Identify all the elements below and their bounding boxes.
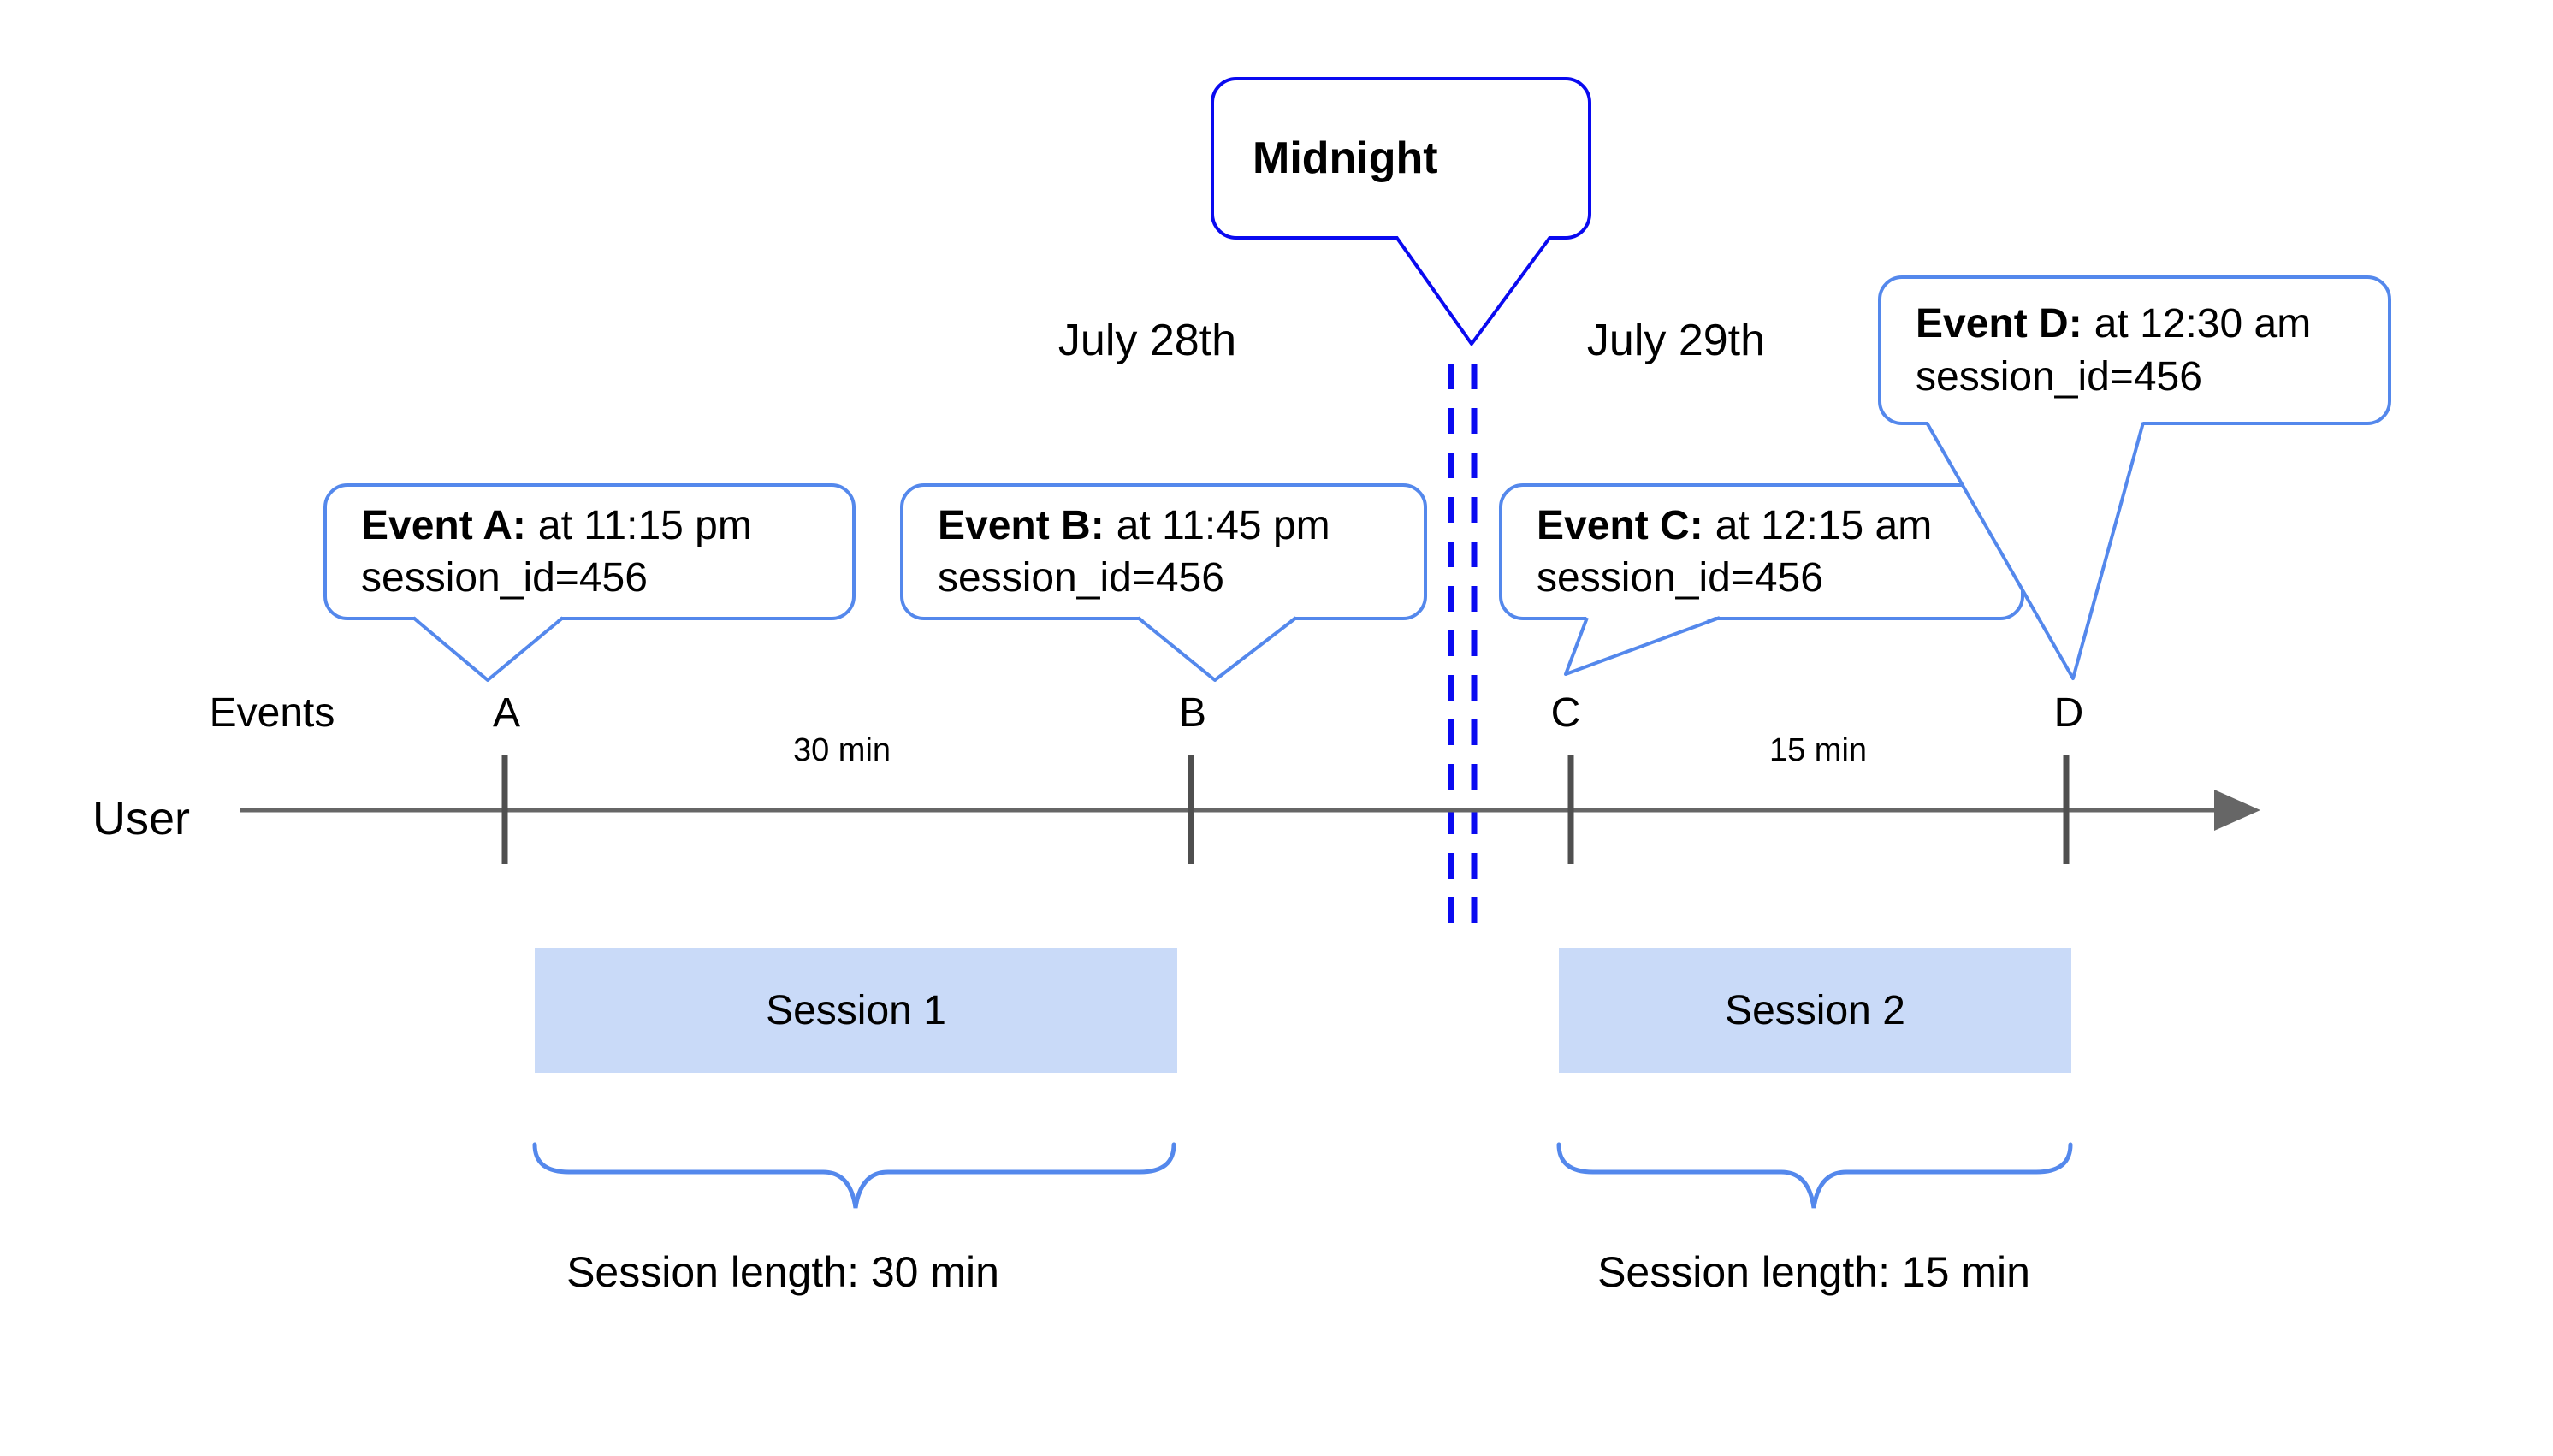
event-a-time: at 11:15 pm — [537, 502, 752, 548]
event-a-tail — [413, 615, 563, 680]
user-axis-label: User — [92, 793, 190, 844]
event-b-callout: Event B:at 11:45 pm session_id=456 — [900, 483, 1427, 620]
session2-brace — [1556, 1142, 2073, 1209]
session1-label: Session 1 — [766, 987, 946, 1033]
event-d-session-id: session_id=456 — [1916, 353, 2202, 400]
timeline-arrowhead-icon — [2214, 790, 2260, 831]
event-c-session-id: session_id=456 — [1537, 555, 1823, 601]
event-b-time: at 11:45 pm — [1116, 502, 1330, 548]
event-letter-c: C — [1550, 690, 1581, 736]
midnight-callout: Midnight — [1211, 77, 1591, 240]
event-a-callout: Event A:at 11:15 pm session_id=456 — [323, 483, 856, 620]
session2-label: Session 2 — [1725, 987, 1905, 1033]
date-label-july-28: July 28th — [1057, 316, 1237, 365]
event-d-title: Event D: — [1916, 301, 2082, 347]
midnight-tail — [1396, 234, 1550, 344]
date-label-july-29: July 29th — [1586, 316, 1766, 365]
session2-length-label: Session length: 15 min — [1597, 1248, 2030, 1296]
event-c-title: Event C: — [1537, 502, 1703, 548]
event-c-callout: Event C: at 12:15 am session_id=456 — [1499, 483, 2024, 620]
event-b-tail — [1138, 615, 1296, 680]
event-d-callout: Event D: at 12:30 am session_id=456 — [1878, 275, 2391, 425]
interval-label-15min: 15 min — [1768, 732, 1868, 768]
event-a-title: Event A: — [361, 502, 526, 548]
event-letter-d: D — [2053, 690, 2084, 736]
event-letter-b: B — [1178, 690, 1206, 736]
events-axis-label: Events — [209, 690, 335, 736]
event-c-time: at 12:15 am — [1715, 502, 1933, 548]
event-letter-a: A — [492, 690, 520, 736]
event-d-time: at 12:30 am — [2094, 301, 2312, 347]
event-d-tail — [1927, 420, 2143, 678]
session2-box: Session 2 — [1559, 948, 2071, 1073]
event-b-session-id: session_id=456 — [938, 555, 1224, 601]
event-a-session-id: session_id=456 — [361, 555, 648, 601]
midnight-label: Midnight — [1253, 133, 1438, 183]
interval-label-30min: 30 min — [792, 732, 891, 768]
session1-length-label: Session length: 30 min — [566, 1248, 999, 1296]
session1-brace — [532, 1142, 1176, 1209]
event-b-title: Event B: — [938, 502, 1105, 548]
session1-box: Session 1 — [535, 948, 1177, 1073]
